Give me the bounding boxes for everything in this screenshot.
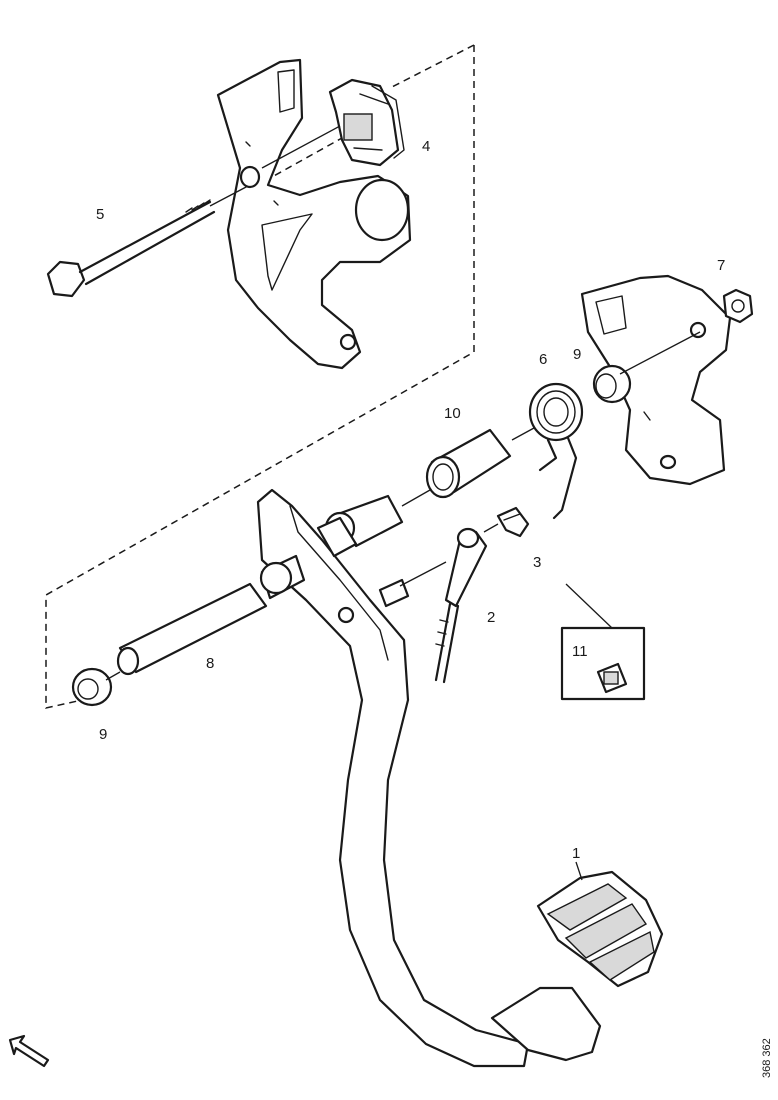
detail-box-11 bbox=[560, 583, 646, 701]
callout-5: 5 bbox=[96, 206, 104, 223]
callout-7: 7 bbox=[717, 257, 725, 274]
pivot-bolt bbox=[46, 185, 249, 298]
reference-number: 368 362 bbox=[761, 1038, 773, 1078]
bushing-left bbox=[71, 667, 113, 707]
return-spring bbox=[528, 382, 584, 520]
callout-labels: 1 2 3 4 5 6 7 8 9 9 10 11 bbox=[96, 138, 725, 862]
callout-8: 8 bbox=[206, 655, 214, 672]
callout-10: 10 bbox=[444, 405, 461, 422]
callout-11: 11 bbox=[572, 643, 588, 660]
nut bbox=[722, 288, 754, 324]
spacer-tube bbox=[425, 428, 512, 499]
callout-6: 6 bbox=[539, 351, 547, 368]
callout-9-left: 9 bbox=[99, 726, 107, 743]
callout-3: 3 bbox=[533, 554, 541, 571]
arrow-icon bbox=[8, 1034, 50, 1068]
clip bbox=[496, 506, 530, 538]
pivot-shaft bbox=[116, 582, 268, 676]
callout-9-right: 9 bbox=[573, 346, 581, 363]
callout-4: 4 bbox=[422, 138, 430, 155]
pushrod bbox=[434, 527, 488, 684]
assembly-leaders bbox=[105, 125, 701, 681]
callout-2: 2 bbox=[487, 609, 495, 626]
upper-bracket bbox=[216, 58, 412, 370]
pedal-switch bbox=[328, 78, 405, 167]
bushing-right bbox=[592, 364, 632, 404]
callout-1: 1 bbox=[572, 845, 580, 862]
brake-pedal bbox=[256, 488, 664, 1068]
